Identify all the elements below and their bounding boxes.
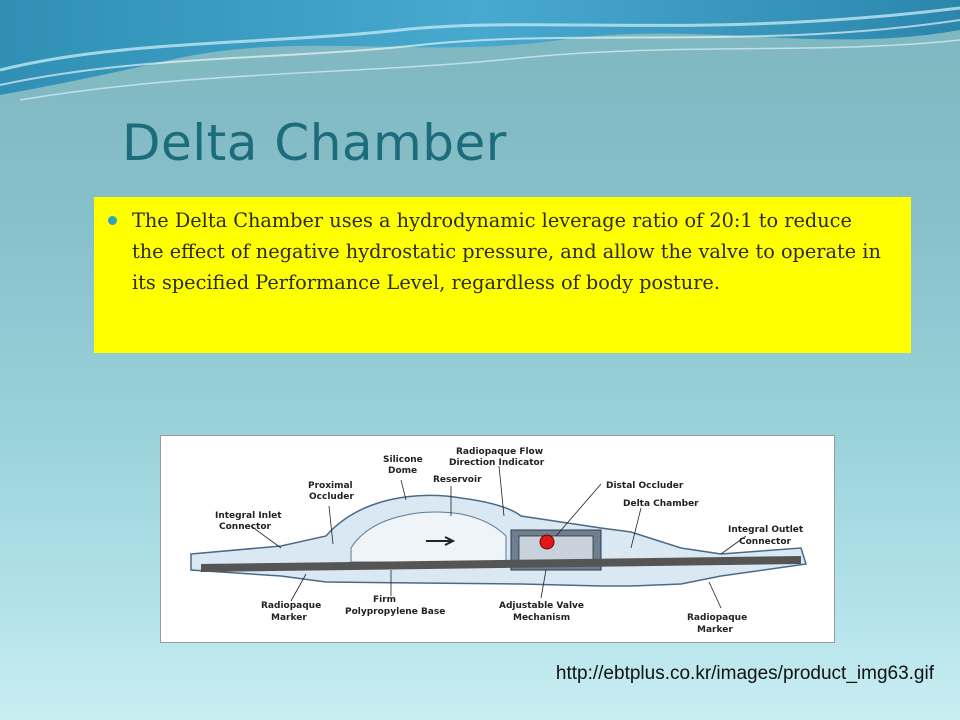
valve-cross-section-figure: Radiopaque Flow Direction Indicator Sili… — [160, 435, 835, 643]
label-marker-right: Marker — [697, 625, 733, 635]
slide-title: Delta Chamber — [122, 114, 507, 172]
label-radiopaque-left: Radiopaque — [261, 601, 321, 611]
valve-cross-section-diagram: Radiopaque Flow Direction Indicator Sili… — [190, 447, 807, 635]
label-dome: Dome — [388, 466, 417, 476]
flow-arrow-icon — [426, 536, 456, 546]
label-reservoir: Reservoir — [433, 475, 482, 485]
leader-lines — [250, 465, 747, 609]
label-inlet-connector: Connector — [219, 522, 272, 532]
header-wave-decoration — [0, 0, 960, 101]
label-direction-indicator: Direction Indicator — [449, 458, 545, 468]
label-adjustable-valve: Adjustable Valve — [499, 601, 584, 611]
label-marker-left: Marker — [271, 613, 307, 623]
distal-occluder-ball — [539, 534, 555, 550]
bullet-text: The Delta Chamber uses a hydrodynamic le… — [132, 209, 881, 294]
bullet-icon — [108, 216, 117, 225]
label-silicone: Silicone — [383, 455, 423, 465]
polypropylene-base-shape — [201, 556, 801, 572]
mechanism-inner-shape — [518, 535, 594, 563]
label-integral-inlet: Integral Inlet — [215, 511, 282, 521]
label-outlet-connector: Connector — [739, 537, 792, 547]
label-polypropylene-base: Polypropylene Base — [345, 607, 445, 617]
label-firm: Firm — [373, 595, 396, 605]
label-occluder: Occluder — [309, 492, 354, 502]
label-mechanism: Mechanism — [513, 613, 570, 623]
source-url: http://ebtplus.co.kr/images/product_img6… — [555, 663, 934, 684]
label-proximal: Proximal — [308, 481, 353, 491]
label-distal-occluder: Distal Occluder — [606, 481, 684, 491]
label-delta-chamber: Delta Chamber — [623, 499, 699, 509]
label-radiopaque-flow: Radiopaque Flow — [456, 447, 543, 457]
label-integral-outlet: Integral Outlet — [728, 525, 804, 535]
label-radiopaque-right: Radiopaque — [687, 613, 747, 623]
silicone-dome-shape — [350, 511, 507, 563]
highlight-callout: The Delta Chamber uses a hydrodynamic le… — [94, 197, 911, 353]
